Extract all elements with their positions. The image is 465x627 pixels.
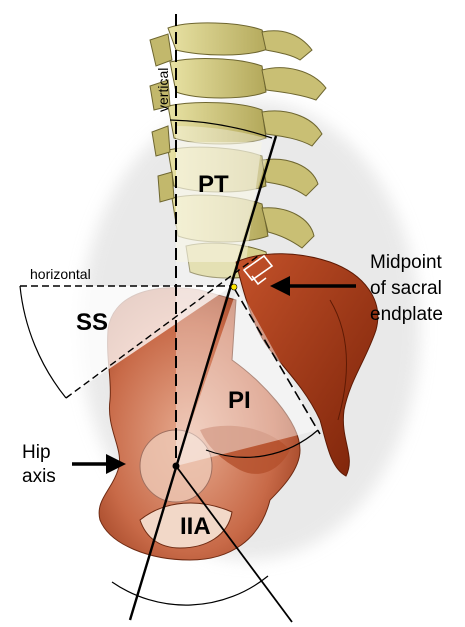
pt-label: PT [198,171,229,198]
pi-label: PI [228,387,251,414]
iia-label: IIA [180,513,211,540]
ss-label: SS [76,309,108,336]
endplate-midpoint [231,284,237,290]
midpoint-label-line2: of sacral [370,278,442,299]
hip-axis-label-line2: axis [22,466,56,487]
vertical-label: vertical [155,68,171,112]
midpoint-label-line1: Midpoint [370,252,443,273]
horizontal-label: horizontal [30,266,91,282]
hip-axis-label-line1: Hip [22,442,51,463]
midpoint-label-line3: endplate [370,304,443,325]
hip-axis-point [173,463,180,470]
